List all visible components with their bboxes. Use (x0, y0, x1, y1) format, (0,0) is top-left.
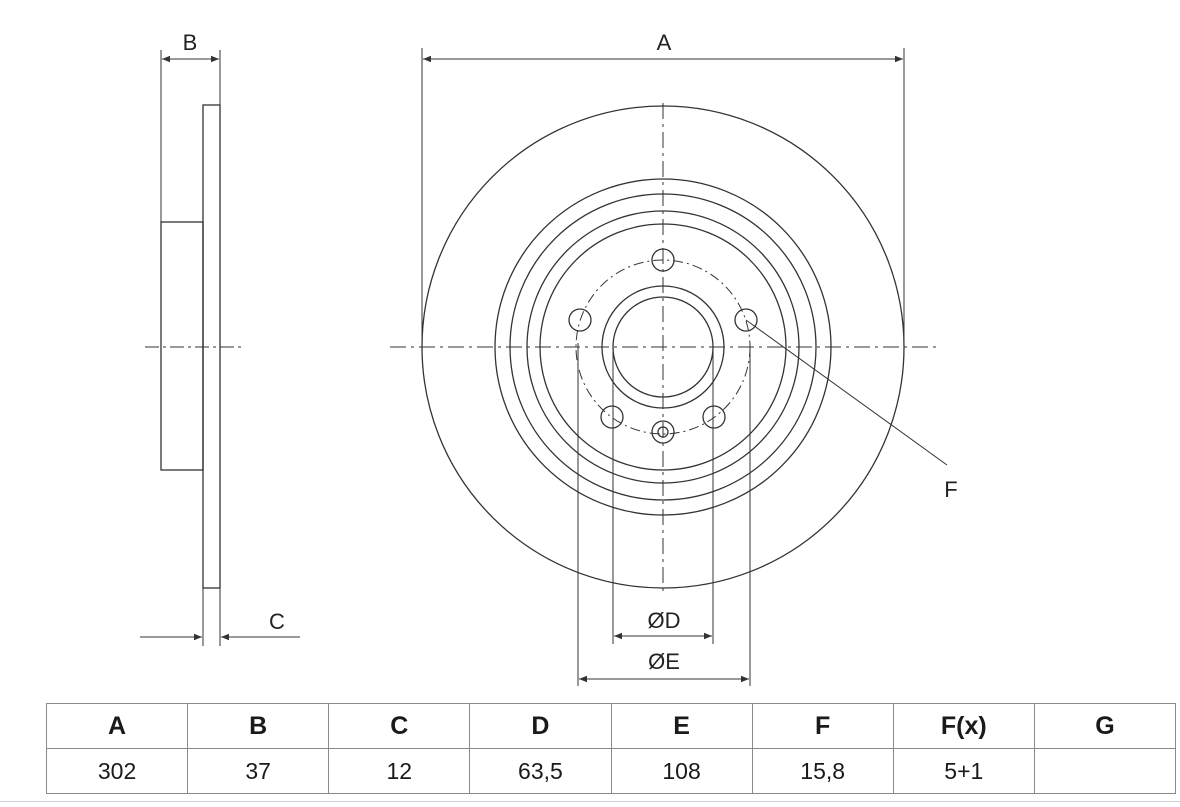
bolt-hole-3 (702, 405, 726, 429)
f-leader-line (745, 319, 948, 466)
header-g: G (1033, 703, 1177, 749)
value-c: 12 (328, 748, 471, 794)
technical-drawing: B C A F ØD ØE (140, 30, 958, 686)
front-view (390, 48, 948, 686)
label-e: ØE (648, 649, 680, 674)
header-f: F (751, 703, 894, 749)
value-b: 37 (187, 748, 330, 794)
header-fx: F(x) (892, 703, 1035, 749)
disc-hat-profile (160, 221, 204, 471)
label-d: ØD (648, 608, 681, 633)
header-b: B (187, 703, 330, 749)
value-f: 15,8 (751, 748, 894, 794)
header-d: D (469, 703, 612, 749)
dimension-table: A B C D E F F(x) G 302 37 12 63,5 108 15… (45, 703, 1177, 794)
value-d: 63,5 (469, 748, 612, 794)
table-header-row: A B C D E F F(x) G (45, 703, 1177, 749)
bolt-hole-5 (568, 308, 592, 332)
label-a: A (657, 30, 672, 55)
bolt-hole-2 (734, 308, 758, 332)
value-a: 302 (45, 748, 189, 794)
bottom-divider (0, 801, 1180, 802)
value-g (1033, 748, 1177, 794)
label-b: B (183, 30, 198, 55)
header-e: E (610, 703, 753, 749)
table-value-row: 302 37 12 63,5 108 15,8 5+1 (45, 748, 1177, 794)
label-f: F (944, 477, 957, 502)
header-c: C (328, 703, 471, 749)
label-c: C (269, 609, 285, 634)
side-view (140, 50, 300, 646)
value-e: 108 (610, 748, 753, 794)
bolt-hole-4 (600, 405, 624, 429)
header-a: A (45, 703, 189, 749)
value-fx: 5+1 (892, 748, 1035, 794)
